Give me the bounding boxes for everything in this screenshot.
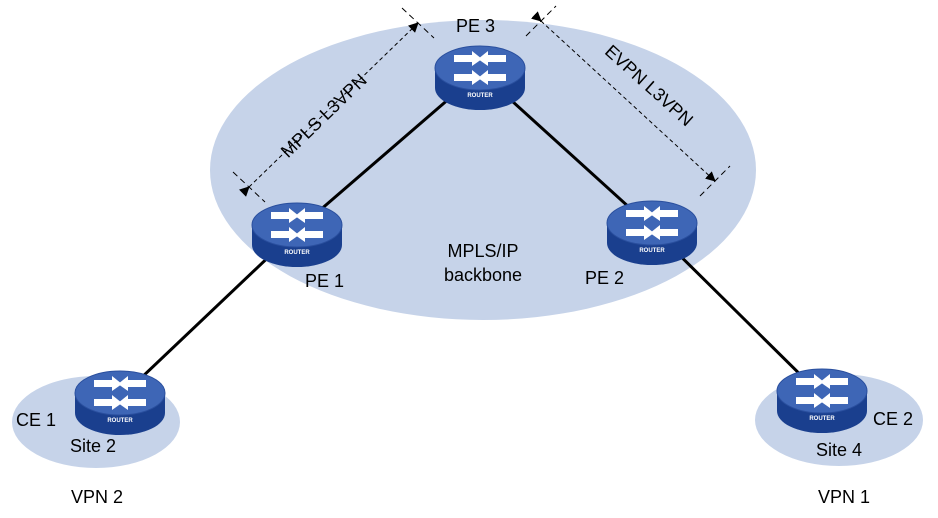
backbone-label-line1: MPLS/IP: [447, 241, 518, 261]
router-badge: ROUTER: [639, 248, 665, 254]
router-badge: ROUTER: [284, 250, 310, 256]
vpn-1-label: VPN 1: [818, 487, 870, 507]
router-pe1[interactable]: ROUTER: [251, 202, 343, 268]
router-ce2[interactable]: ROUTER: [776, 368, 868, 434]
router-icon: [74, 370, 166, 436]
router-badge: ROUTER: [107, 418, 133, 424]
router-icon: [606, 200, 698, 266]
site-2-label: Site 2: [70, 436, 116, 456]
router-badge: ROUTER: [809, 416, 835, 422]
router-ce1[interactable]: ROUTER: [74, 370, 166, 436]
router-pe2[interactable]: ROUTER: [606, 200, 698, 266]
pe2-label: PE 2: [585, 268, 624, 288]
router-icon: [776, 368, 868, 434]
router-badge: ROUTER: [467, 93, 493, 99]
pe3-label: PE 3: [456, 16, 495, 36]
router-pe3[interactable]: ROUTER: [434, 45, 526, 111]
router-icon: [251, 202, 343, 268]
site-4-label: Site 4: [816, 440, 862, 460]
ce2-label: CE 2: [873, 409, 913, 429]
ce1-label: CE 1: [16, 410, 56, 430]
pe1-label: PE 1: [305, 271, 344, 291]
backbone-label-line2: backbone: [444, 265, 522, 285]
vpn-2-label: VPN 2: [71, 487, 123, 507]
router-icon: [434, 45, 526, 111]
